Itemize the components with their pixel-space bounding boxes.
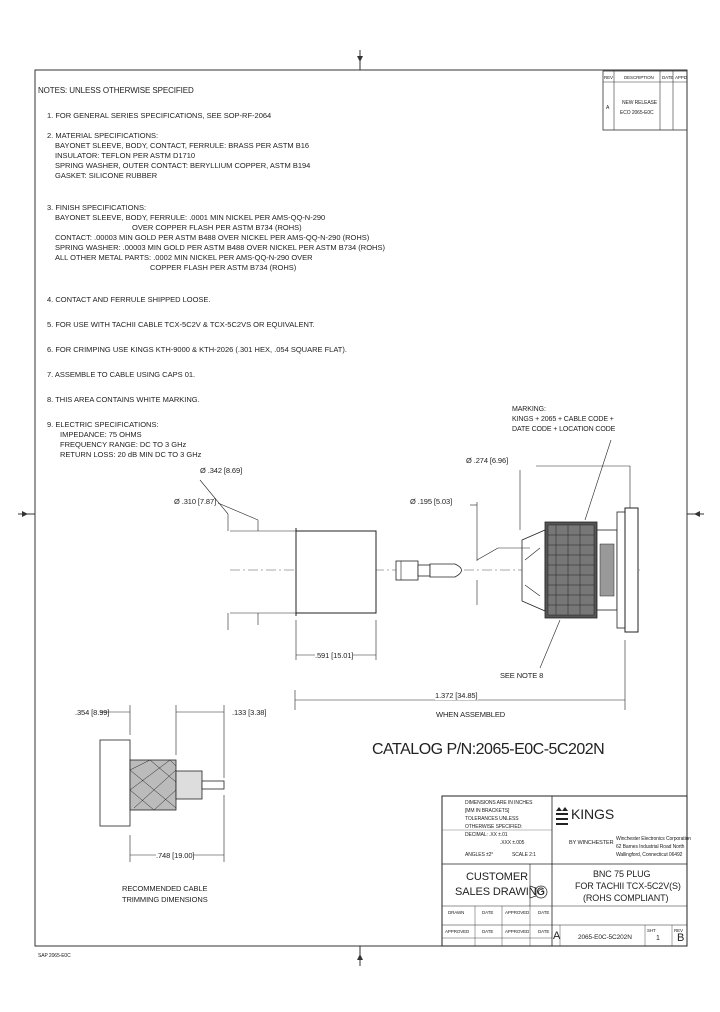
sheet-number: 1: [656, 935, 660, 942]
tolerance-line: ANGLES ±2°: [465, 852, 494, 858]
tolerance-line: TOLERANCES UNLESS: [465, 816, 519, 822]
drawing-size: A: [553, 930, 561, 942]
contact-part: [395, 560, 462, 581]
tolerance-line: [MM IN BRACKETS]: [465, 808, 510, 814]
rev-header: REV: [604, 75, 613, 80]
brand-logo: KINGS: [571, 806, 615, 822]
note-line: OVER COPPER FLASH PER ASTM B734 (ROHS): [132, 223, 302, 232]
note-line: 3. FINISH SPECIFICATIONS:: [47, 203, 147, 212]
projection-symbol-icon: [529, 885, 548, 899]
customer-label: CUSTOMER: [466, 871, 528, 883]
part-title-line: BNC 75 PLUG: [593, 869, 651, 879]
part-title-line: (ROHS COMPLIANT): [583, 893, 669, 903]
note-line: 1. FOR GENERAL SERIES SPECIFICATIONS, SE…: [47, 111, 272, 120]
cable-caption: RECOMMENDED CABLE: [122, 884, 208, 893]
signoff-header: APPROVED: [505, 910, 530, 915]
note-line: BAYONET SLEEVE, BODY, CONTACT, FERRULE: …: [55, 141, 310, 150]
assembled-note: WHEN ASSEMBLED: [436, 710, 506, 719]
company-line: Wallingford, Connecticut 06492: [616, 852, 683, 858]
rev-header: APPD: [675, 75, 687, 80]
sheet-label: SHT: [647, 928, 656, 933]
scale-label: SCALE 2:1: [512, 852, 536, 858]
signoff-header: APPROVED: [445, 929, 470, 934]
connector-body-part: [521, 507, 639, 633]
note-4: 4. CONTACT AND FERRULE SHIPPED LOOSE.: [47, 295, 211, 304]
ferrule-length-dim: .591 [15.01]: [315, 651, 354, 660]
company-line: Winchester Electronics Corporation: [616, 836, 691, 842]
note-line: SPRING WASHER, OUTER CONTACT: BERYLLIUM …: [55, 161, 311, 170]
note-line: INSULATOR: TEFLON PER ASTM D1710: [55, 151, 196, 160]
rev-header: DATE: [662, 75, 674, 80]
note-5: 5. FOR USE WITH TACHII CABLE TCX-5C2V & …: [47, 320, 315, 329]
part-title-line: FOR TACHII TCX-5C2V(S): [575, 881, 681, 891]
note-6: 6. FOR CRIMPING USE KINGS KTH-9000 & KTH…: [47, 345, 347, 354]
signoff-header: DATE: [482, 910, 494, 915]
body-diameter-dim: Ø .274 [6.96]: [466, 456, 509, 465]
note-line: IMPEDANCE: 75 OHMS: [60, 430, 142, 439]
note-line: RETURN LOSS: 20 dB MIN DC TO 3 GHz: [60, 450, 202, 459]
see-note-callout: SEE NOTE 8: [500, 671, 544, 680]
tolerance-line: OTHERWISE SPECIFIED:: [465, 824, 523, 830]
note-line: COPPER FLASH PER ASTM B734 (ROHS): [150, 263, 297, 272]
note-7: 7. ASSEMBLE TO CABLE USING CAPS 01.: [47, 370, 196, 379]
ferrule-outer-dim: Ø .342 [8.69]: [200, 466, 243, 475]
strip-dim-2: .133 [3.38]: [232, 708, 267, 717]
note-8: 8. THIS AREA CONTAINS WHITE MARKING.: [47, 395, 200, 404]
assembled-length-dim: 1.372 [34.85]: [435, 691, 478, 700]
signoff-header: DRAWN: [448, 910, 465, 915]
rev-letter: A: [606, 105, 610, 111]
footer-ref: SAP 2065-E0C: [38, 953, 71, 959]
rev-description: ECO 2065-E0C: [620, 110, 654, 116]
sales-drawing-label: SALES DRAWING: [455, 886, 545, 898]
ferrule-inner-dim: Ø .310 [7.87]: [174, 497, 217, 506]
marking-line: KINGS + 2065 + CABLE CODE +: [512, 416, 614, 423]
rev-label: REV: [674, 928, 683, 933]
note-line: GASKET: SILICONE RUBBER: [55, 171, 158, 180]
rev-header: DESCRIPTION: [624, 75, 654, 80]
strip-dim-1: .354 [8.99]: [75, 708, 110, 717]
signoff-header: DATE: [538, 929, 550, 934]
tolerance-line: DIMENSIONS ARE IN INCHES: [465, 800, 533, 806]
rev-value: B: [677, 932, 685, 944]
signoff-header: DATE: [538, 910, 550, 915]
note-line: ALL OTHER METAL PARTS: .0002 MIN NICKEL …: [55, 253, 313, 262]
note-line: SPRING WASHER: .00003 MIN GOLD PER ASTM …: [55, 243, 385, 252]
company-line: 62 Barnes Industrial Road North: [616, 844, 685, 850]
note-line: CONTACT: .00003 MIN GOLD PER ASTM B488 O…: [55, 233, 370, 242]
kings-crown-icon: [556, 807, 568, 825]
marking-line: DATE CODE + LOCATION CODE: [512, 426, 616, 433]
contact-diameter-dim: Ø .195 [5.03]: [410, 497, 453, 506]
strip-dim-3: .748 [19.00]: [156, 851, 195, 860]
cable-caption: TRIMMING DIMENSIONS: [122, 895, 208, 904]
catalog-number: CATALOG P/N:2065-E0C-5C202N: [372, 741, 605, 758]
cable-sketch: [99, 705, 225, 862]
note-line: FREQUENCY RANGE: DC TO 3 GHz: [60, 440, 187, 449]
tolerance-line: .XXX ±.005: [500, 840, 525, 846]
notes-heading: NOTES: UNLESS OTHERWISE SPECIFIED: [38, 86, 194, 95]
brand-subtitle: BY WINCHESTER: [569, 840, 614, 846]
note-line: 2. MATERIAL SPECIFICATIONS:: [47, 131, 159, 140]
ferrule-part: [295, 528, 377, 616]
signoff-header: APPROVED: [505, 929, 530, 934]
note-line: 9. ELECTRIC SPECIFICATIONS:: [47, 420, 159, 429]
rev-description: NEW RELEASE: [622, 100, 658, 106]
part-number: 2065-E0C-5C202N: [578, 934, 632, 941]
signoff-header: DATE: [482, 929, 494, 934]
note-line: BAYONET SLEEVE, BODY, FERRULE: .0001 MIN…: [55, 213, 326, 222]
marking-line: MARKING:: [512, 406, 546, 413]
tolerance-line: DECIMAL: .XX ±.01: [465, 832, 508, 838]
